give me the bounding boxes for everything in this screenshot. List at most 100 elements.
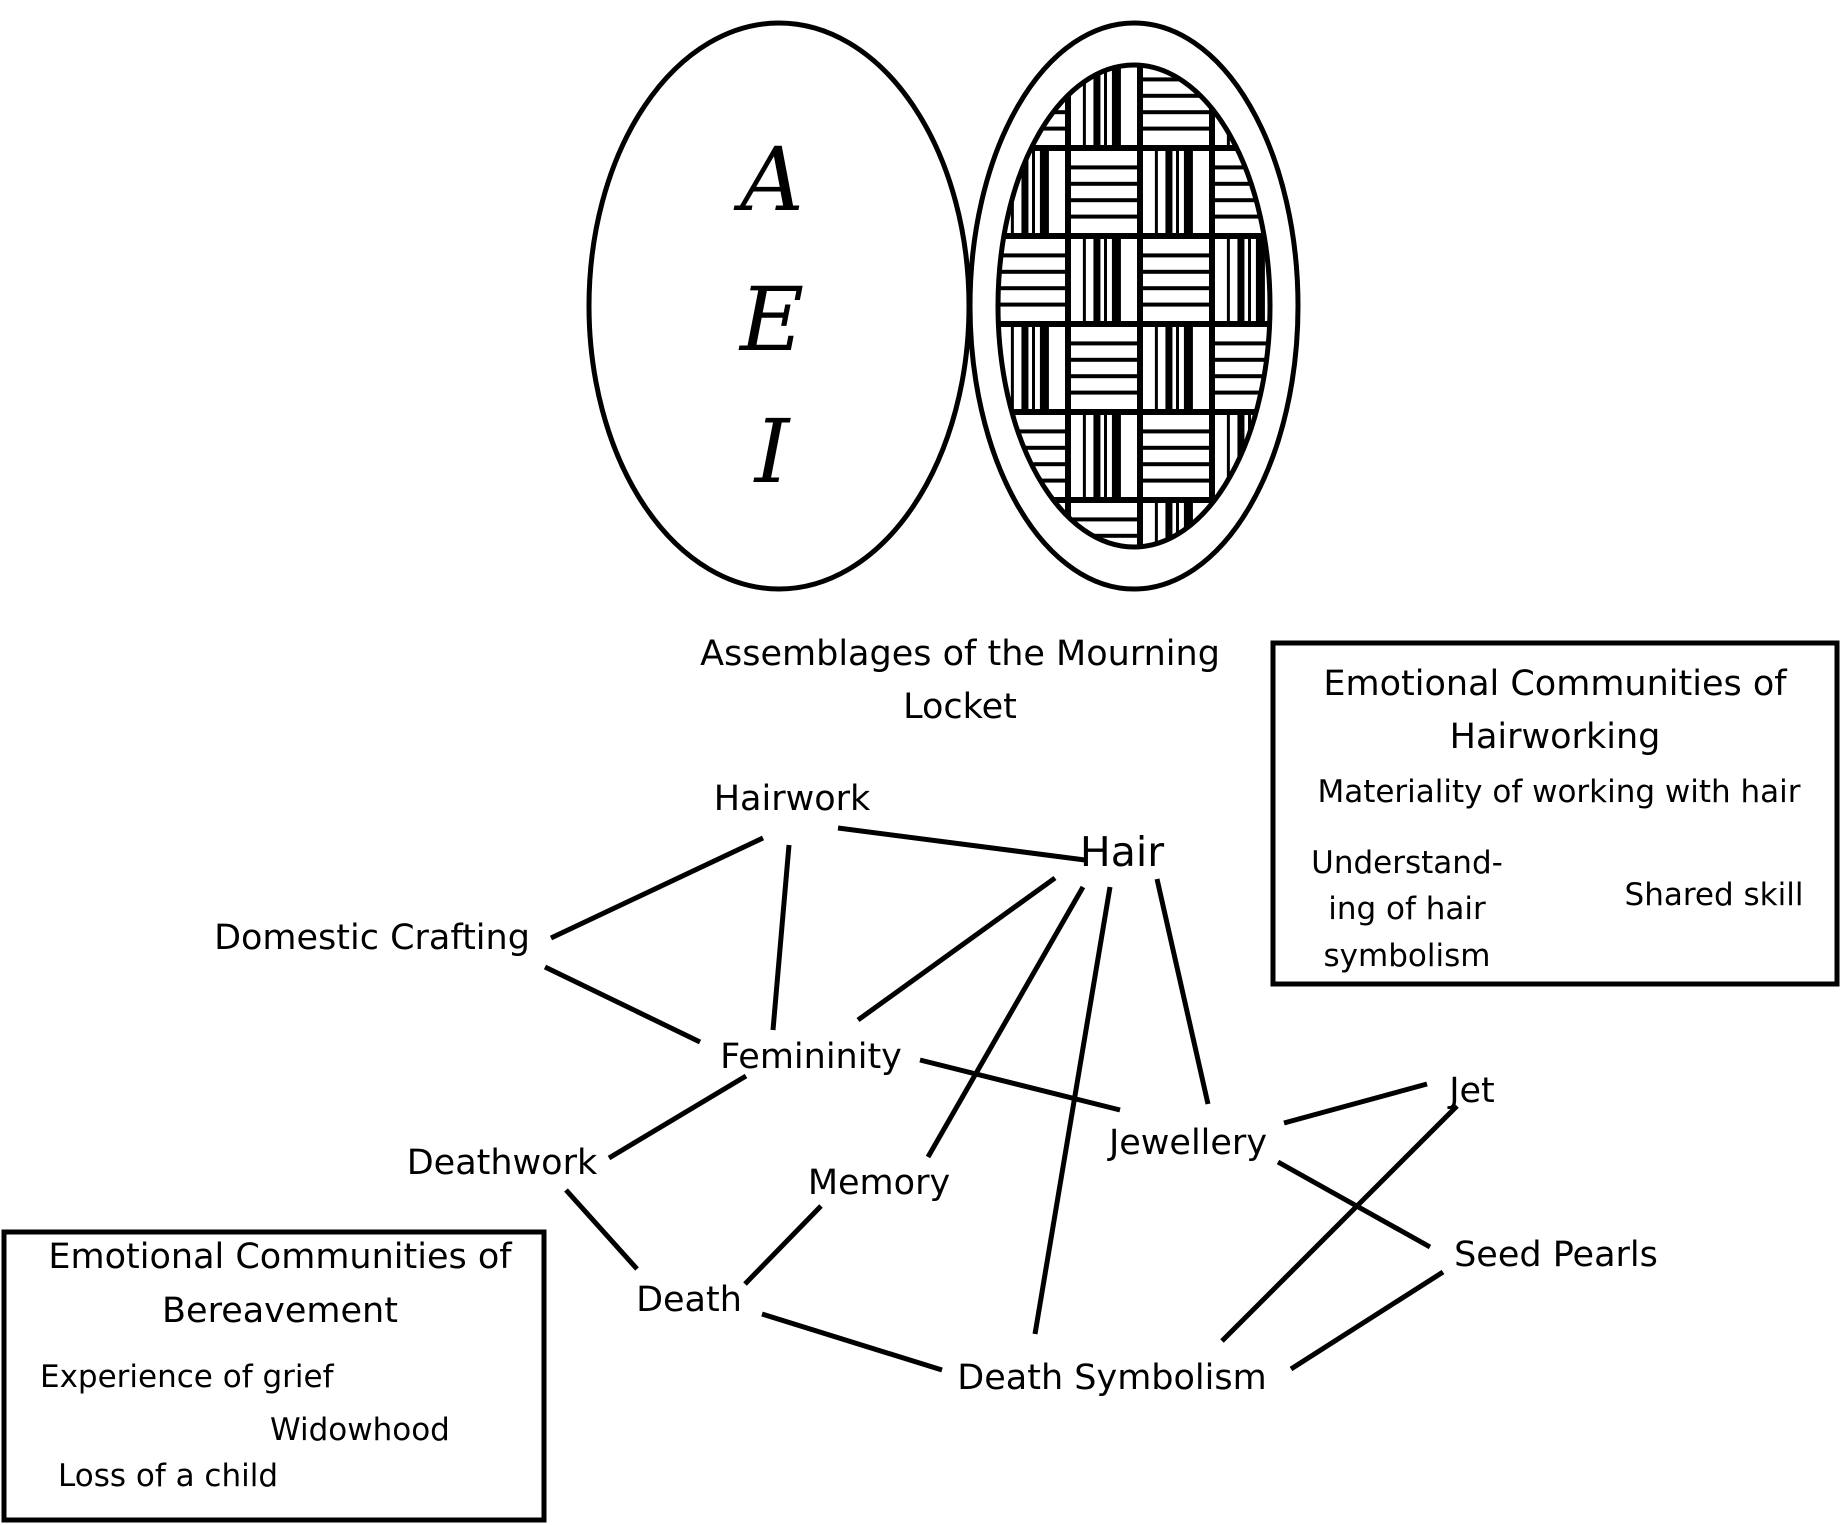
weave-strand — [1165, 503, 1173, 547]
weave-strand — [1071, 374, 1137, 379]
bereavement-item-grief: Experience of grief — [40, 1359, 335, 1395]
hairworking-item-shared-skill: Shared skill — [1625, 877, 1804, 913]
weave-strand — [1143, 429, 1209, 434]
edge-femininity-jewellery — [919, 1057, 1121, 1113]
edge-hairwork-hair — [837, 825, 1086, 863]
weave-strand — [1071, 198, 1137, 203]
initial-a: A — [733, 128, 804, 231]
weave-strand — [1226, 415, 1230, 497]
weave-strand — [1071, 341, 1137, 346]
node-memory: Memory — [808, 1163, 950, 1203]
hairworking-item-understanding-line-2: ing of hair — [1328, 891, 1486, 927]
weave-strand — [1165, 327, 1173, 409]
weave-strand — [1071, 390, 1137, 395]
weave-strand — [1215, 390, 1270, 395]
node-femininity: Femininity — [720, 1037, 902, 1077]
hairworking-item-understanding-line-3: symbolism — [1324, 938, 1491, 974]
weave-strand — [1143, 110, 1209, 115]
locket-right-inner-oval — [995, 62, 1273, 550]
bereavement-item-widowhood: Widowhood — [270, 1412, 450, 1448]
node-death: Death — [636, 1280, 742, 1320]
hairworking-item-understanding-line-1: Understand- — [1311, 845, 1503, 881]
edge-hair-jewellery — [1154, 878, 1211, 1105]
initial-e: E — [738, 268, 804, 371]
weave-strand — [1111, 239, 1121, 321]
weave-strand — [1143, 239, 1209, 321]
weave-strand — [1104, 65, 1107, 145]
edge-jewellery-seed-pearls — [1276, 1159, 1432, 1250]
weave-strand — [1183, 151, 1193, 233]
weave-strand — [1154, 503, 1158, 547]
node-domestic-crafting: Domestic Crafting — [214, 918, 530, 958]
locket-caption-line-1: Assemblages of the Mourning — [700, 634, 1220, 674]
hairworking-item-materiality: Materiality of working with hair — [1317, 774, 1800, 810]
nodes: Hairwork Hair Domestic Crafting Feminini… — [214, 779, 1658, 1398]
edge-hair-death-symbolism — [1032, 886, 1113, 1335]
weave-strand — [1154, 151, 1158, 233]
weave-strand — [1032, 327, 1035, 409]
weave-strand — [1143, 286, 1209, 291]
weave-strand — [1176, 503, 1179, 547]
hairworking-title-line-1: Emotional Communities of — [1323, 664, 1787, 704]
edge-femininity-deathwork — [607, 1073, 748, 1161]
node-death-symbolism: Death Symbolism — [957, 1358, 1266, 1398]
weave-strand — [1143, 478, 1209, 483]
edges — [543, 825, 1459, 1373]
bereavement-item-loss-of-child: Loss of a child — [58, 1458, 278, 1494]
weave-strand — [1143, 269, 1209, 274]
weave-strand — [999, 302, 1065, 307]
weave-strand — [1093, 415, 1101, 497]
weave-strand — [1215, 550, 1281, 554]
weave-strand — [1215, 357, 1270, 362]
weave-strand — [999, 269, 1065, 274]
weave-strand — [1143, 93, 1209, 98]
node-hair: Hair — [1080, 828, 1164, 876]
weave-strand — [999, 429, 1065, 434]
hairworking-community-box: Emotional Communities of Hairworking Mat… — [1270, 640, 1840, 987]
weave-strand — [1010, 503, 1014, 547]
weave-strand — [1071, 214, 1137, 219]
weave-strand — [1215, 198, 1270, 203]
weave-strand — [1010, 327, 1014, 409]
locket-left-half: A E I — [586, 20, 972, 592]
weave-strand — [1021, 327, 1029, 409]
bereavement-title-line-2: Bereavement — [162, 1291, 398, 1331]
weave-strand — [1143, 253, 1209, 258]
edge-memory-death — [743, 1204, 823, 1286]
weave-strand — [1071, 533, 1137, 538]
weave-strand — [1215, 165, 1270, 170]
weave-strand — [1176, 151, 1179, 233]
bereavement-title-line-1: Emotional Communities of — [48, 1237, 512, 1277]
weave-strand — [1143, 302, 1209, 307]
weave-strand — [1143, 462, 1209, 467]
weave-strand — [1215, 181, 1270, 186]
node-hairwork: Hairwork — [714, 779, 871, 819]
weave-strand — [1215, 341, 1270, 346]
weave-strand — [1032, 151, 1035, 233]
weave-strand — [1071, 357, 1137, 362]
edge-deathwork-death — [564, 1188, 639, 1271]
weave-strand — [1071, 181, 1137, 186]
weave-strand — [1104, 239, 1107, 321]
weave-strand — [1021, 151, 1029, 233]
edge-seed-pearls-death-symbolism — [1289, 1269, 1445, 1372]
weave-strand — [1226, 239, 1230, 321]
weave-strand — [1104, 415, 1107, 497]
weave-strand — [999, 445, 1065, 450]
hairworking-title-line-2: Hairworking — [1450, 717, 1661, 757]
weave-strand — [1093, 65, 1101, 145]
weave-strand — [999, 253, 1065, 258]
edge-hair-memory — [925, 885, 1086, 1159]
hairworking-box-border — [1270, 640, 1840, 987]
weave-strand — [1082, 65, 1086, 145]
weave-strand — [1071, 517, 1137, 522]
weave-strand — [999, 286, 1065, 291]
weave-strand — [1215, 214, 1270, 219]
weave-strand — [1082, 239, 1086, 321]
edge-domestic-crafting-femininity — [543, 964, 702, 1045]
weave-strand — [1154, 327, 1158, 409]
edge-hair-femininity — [856, 875, 1057, 1023]
weave-strand — [1071, 151, 1137, 233]
weave-strand — [1143, 126, 1209, 131]
